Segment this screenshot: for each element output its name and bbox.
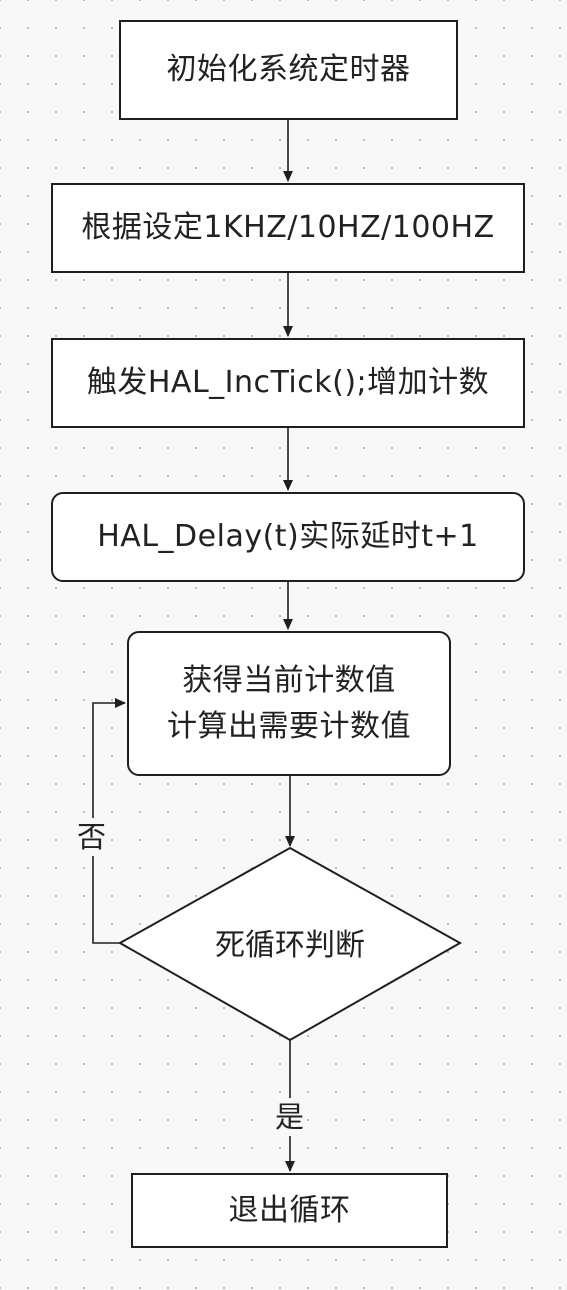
node-set-frequency: 根据设定1KHZ/10HZ/100HZ — [51, 183, 525, 273]
node-set-frequency-label: 根据设定1KHZ/10HZ/100HZ — [81, 210, 495, 245]
decision-diamond — [117, 846, 463, 1042]
node-trigger-label: 触发HAL_IncTick();增加计数 — [86, 365, 490, 400]
node-get-count-line2: 计算出需要计数值 — [167, 708, 411, 744]
edge-label-yes: 是 — [273, 1098, 307, 1136]
node-decision-label: 死循环判断 — [215, 928, 365, 963]
node-exit-loop: 退出循环 — [131, 1173, 448, 1248]
node-init-label: 初始化系统定时器 — [166, 52, 411, 87]
node-trigger-inc-tick: 触发HAL_IncTick();增加计数 — [51, 338, 525, 428]
node-init-system-timer: 初始化系统定时器 — [119, 20, 458, 120]
node-hal-delay: HAL_Delay(t)实际延时t+1 — [51, 492, 525, 582]
edge-label-no: 否 — [75, 818, 109, 856]
node-get-count-line1: 获得当前计数值 — [182, 662, 396, 698]
node-exit-label: 退出循环 — [228, 1192, 351, 1228]
node-get-count: 获得当前计数值 计算出需要计数值 — [127, 631, 451, 776]
node-hal-delay-label: HAL_Delay(t)实际延时t+1 — [97, 519, 479, 554]
